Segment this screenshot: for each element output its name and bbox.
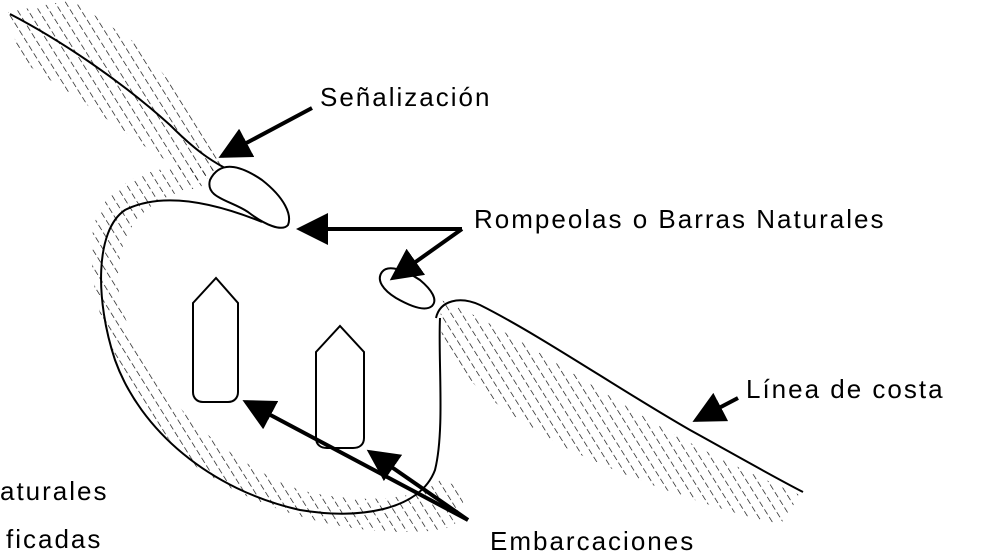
harbor-basin: [100, 199, 442, 515]
label-coastline: Línea de costa: [746, 374, 945, 404]
label-vessels: Embarcaciones: [490, 526, 695, 552]
arrow-coastline: [692, 392, 739, 422]
vessel-right: [315, 324, 365, 449]
land-hatch-lower: [440, 300, 800, 525]
arrow-vessel-left: [242, 400, 469, 522]
coastline-upper: [9, 13, 226, 169]
arrow-signage: [218, 106, 313, 158]
land-hatch-upper: [8, 0, 226, 182]
label-natural-partial: aturales: [0, 476, 109, 506]
land-hatch-basin: [91, 166, 464, 532]
arrow-breakwater-lower: [389, 227, 464, 281]
label-breakwaters: Rompeolas o Barras Naturales: [474, 204, 886, 234]
label-signage: Señalización: [320, 82, 491, 112]
label-modified-partial: ficadas: [6, 524, 102, 552]
vessel-left: [192, 276, 239, 403]
coastline-lower: [435, 299, 804, 493]
breakwater-upper: [208, 165, 290, 229]
arrow-vessel-right: [366, 449, 470, 522]
breakwater-lower: [378, 267, 436, 310]
